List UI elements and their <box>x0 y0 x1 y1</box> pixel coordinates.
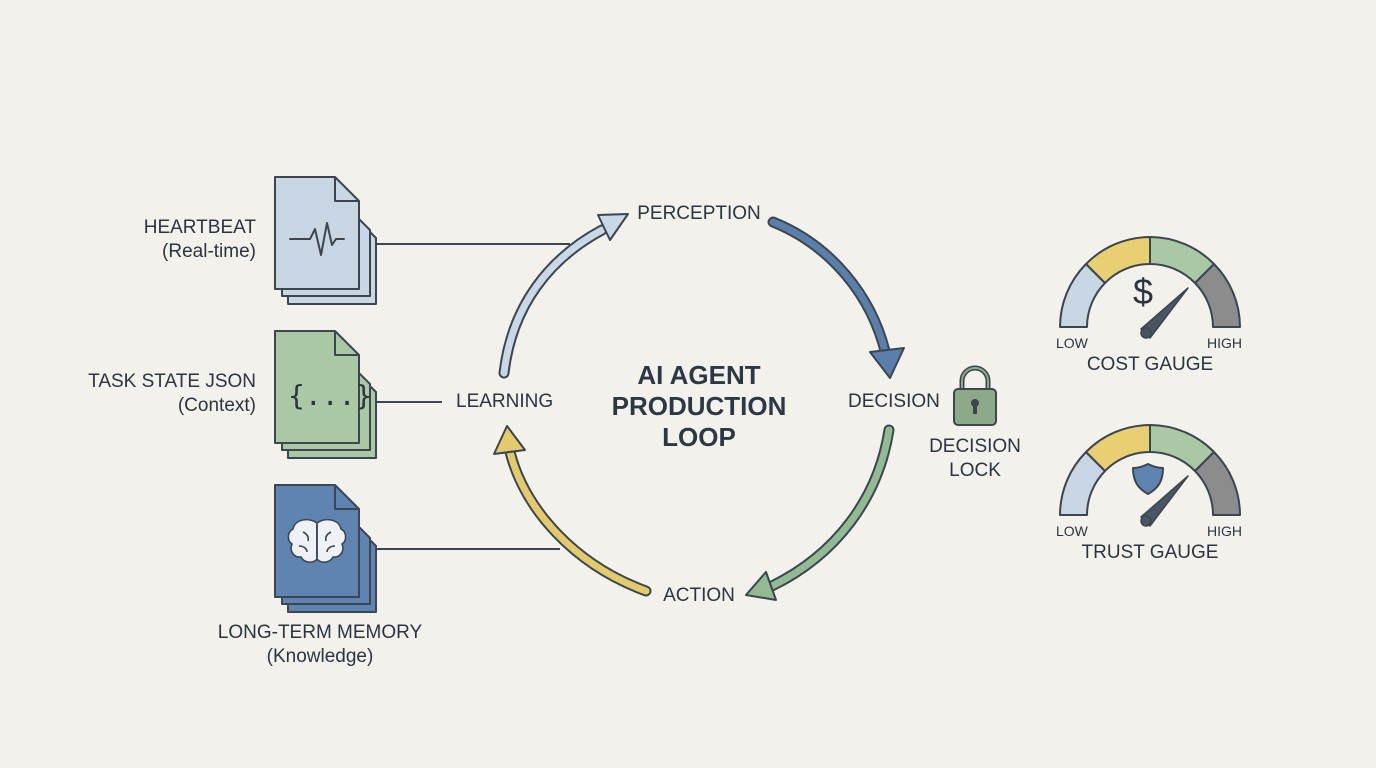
shield-icon <box>1132 463 1164 495</box>
trust-gauge <box>1059 424 1241 527</box>
memory-document-stack <box>274 484 377 613</box>
heartbeat-icon <box>289 222 345 256</box>
arrow-action-to-learning <box>493 425 652 597</box>
arrow-perception-to-decision <box>767 216 905 379</box>
stage-decision: DECISION <box>848 391 940 412</box>
json-braces-icon: {...} <box>288 379 373 412</box>
trust-gauge-high: HIGH <box>1207 523 1242 539</box>
dollar-icon: $ <box>1133 271 1154 312</box>
cost-gauge-high: HIGH <box>1207 335 1242 351</box>
cost-gauge-low: LOW <box>1056 335 1088 351</box>
arrow-learning-to-perception <box>498 213 629 379</box>
task-state-document-stack <box>274 330 377 459</box>
heartbeat-subtitle: (Real-time) <box>162 241 256 262</box>
heartbeat-title: HEARTBEAT <box>143 217 256 238</box>
cost-gauge <box>1059 236 1241 339</box>
trust-gauge-title: TRUST GAUGE <box>1081 542 1219 563</box>
center-title-line-3: LOOP <box>662 422 736 452</box>
heartbeat-document-stack <box>274 176 377 305</box>
decision-lock-line-1: DECISION <box>929 436 1021 457</box>
memory-title: LONG-TERM MEMORY <box>217 622 423 643</box>
decision-lock-line-2: LOCK <box>949 460 1001 481</box>
memory-subtitle: (Knowledge) <box>266 646 374 667</box>
stage-action: ACTION <box>663 585 735 606</box>
center-title-line-2: PRODUCTION <box>611 391 787 421</box>
task-state-title: TASK STATE JSON <box>88 371 256 392</box>
stage-perception: PERCEPTION <box>637 203 761 224</box>
padlock-icon <box>953 365 997 426</box>
stage-learning: LEARNING <box>456 391 554 412</box>
cost-gauge-title: COST GAUGE <box>1086 354 1214 375</box>
brain-icon <box>287 518 347 563</box>
task-state-subtitle: (Context) <box>177 395 256 416</box>
arrow-decision-to-action <box>745 424 895 601</box>
center-title-line-1: AI AGENT <box>637 360 761 390</box>
trust-gauge-low: LOW <box>1056 523 1088 539</box>
